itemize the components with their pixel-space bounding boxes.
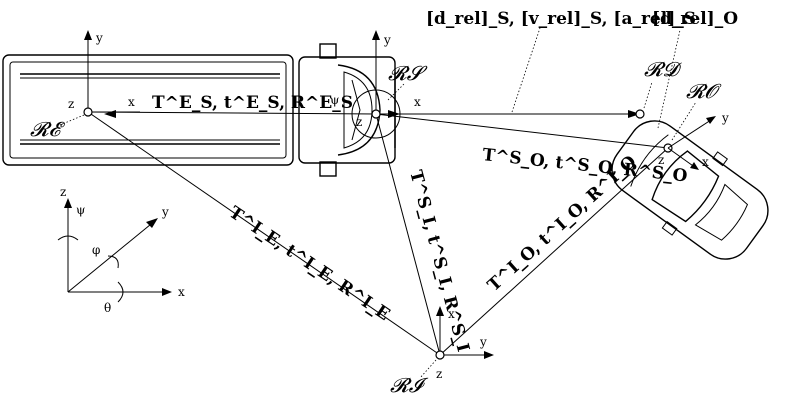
sensor-z-axis-label: z bbox=[356, 115, 362, 129]
transform-ego-sensor: T^E_S, t^E_S, R^E_S bbox=[152, 93, 353, 113]
legend-theta-label: θ bbox=[104, 301, 111, 315]
rotation-legend: z x y ψ φ θ bbox=[57, 185, 185, 315]
detection-point: 𝓡𝓓 bbox=[635, 57, 683, 119]
legend-y-axis-label: y bbox=[161, 205, 169, 219]
truck-trailer bbox=[2, 54, 294, 166]
inertial-z-axis-label: z bbox=[436, 367, 442, 381]
legend-phi-label: φ bbox=[92, 243, 100, 257]
ego-x-axis-label: x bbox=[128, 95, 135, 109]
object-z-axis-label: z bbox=[658, 153, 664, 167]
inertial-y-axis-label: y bbox=[479, 335, 487, 349]
inertial-frame: x y z 𝓡𝓘 bbox=[390, 306, 494, 397]
ego-z-axis-label: z bbox=[68, 97, 74, 111]
object-frame-label: 𝓡𝓞 bbox=[686, 79, 722, 103]
inertial-x-axis-label: x bbox=[448, 307, 455, 321]
sensor-y-axis-label: y bbox=[383, 33, 391, 47]
object-x-axis-label: x bbox=[702, 155, 709, 169]
transform-inertial-ego: T^I_E, t^I_E, R^I_E bbox=[225, 203, 393, 325]
sensor-x-axis-label: x bbox=[414, 95, 421, 109]
inertial-frame-label: 𝓡𝓘 bbox=[390, 373, 429, 397]
detection-frame-label: 𝓡𝓓 bbox=[644, 57, 683, 81]
legend-x-axis-label: x bbox=[178, 285, 185, 299]
relative-state-sensor-frame: [d_rel]_S, [v_rel]_S, [a_rel]_S bbox=[426, 9, 696, 29]
ego-frame: y x z 𝓡𝓔 bbox=[30, 30, 140, 141]
car-object bbox=[611, 120, 769, 260]
object-y-axis-label: y bbox=[721, 111, 729, 125]
ego-frame-label: 𝓡𝓔 bbox=[30, 117, 66, 141]
truck-cab bbox=[298, 43, 396, 177]
transform-lines bbox=[87, 110, 669, 356]
relative-state-object-frame: [d_rel]_O bbox=[652, 9, 738, 29]
legend-psi-label: ψ bbox=[76, 203, 85, 217]
object-frame: y x z 𝓡𝓞 bbox=[658, 79, 729, 170]
legend-z-axis-label: z bbox=[60, 185, 66, 199]
sensor-frame: y x z ψ 𝓡𝓢 bbox=[330, 30, 428, 139]
ego-y-axis-label: y bbox=[95, 31, 103, 45]
sensor-psi-label: ψ bbox=[330, 93, 339, 107]
sensor-frame-label: 𝓡𝓢 bbox=[388, 61, 428, 85]
transform-sensor-object: T^S_O, t^S_O, R^S_O bbox=[481, 145, 688, 186]
